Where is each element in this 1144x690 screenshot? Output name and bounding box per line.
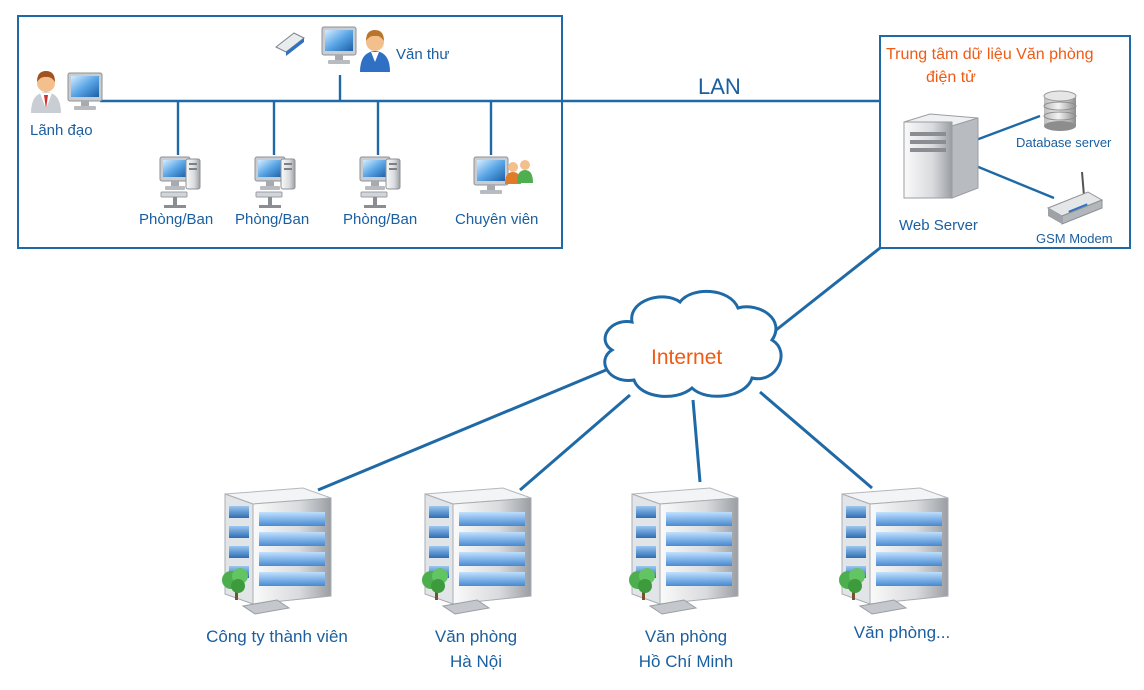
branch-2: Văn phòng Hà Nội bbox=[421, 487, 532, 671]
link-datacenter-internet bbox=[765, 246, 881, 340]
database-node: Database server bbox=[1016, 90, 1112, 150]
modem-label: GSM Modem bbox=[1036, 231, 1113, 246]
web-server-node: Web Server bbox=[899, 113, 979, 234]
link-internet-branch-1 bbox=[317, 368, 607, 492]
branch-2-line1: Văn phòng bbox=[435, 627, 517, 646]
building-icon bbox=[421, 487, 532, 615]
database-icon bbox=[1043, 90, 1077, 131]
internet-label: Internet bbox=[651, 346, 722, 369]
leader-node: Lãnh đạo bbox=[30, 71, 103, 139]
dept-label-3: Phòng/Ban bbox=[343, 211, 417, 228]
link-web-modem bbox=[975, 164, 1055, 200]
dept-label-1: Phòng/Ban bbox=[139, 211, 213, 228]
dept-label-2: Phòng/Ban bbox=[235, 211, 309, 228]
link-internet-branch-2 bbox=[519, 393, 631, 492]
dept-node-1: Phòng/Ban bbox=[139, 156, 213, 228]
building-icon bbox=[221, 487, 332, 615]
branch-3-line2: Hồ Chí Minh bbox=[639, 652, 733, 671]
server-tower-icon bbox=[903, 113, 979, 199]
specialist-node: Chuyên viên bbox=[455, 156, 538, 228]
users-group-icon bbox=[505, 160, 533, 184]
dept-node-3: Phòng/Ban bbox=[343, 156, 417, 228]
branch-4-line1: Văn phòng... bbox=[854, 623, 950, 642]
branch-1: Công ty thành viên bbox=[206, 487, 348, 646]
branch-2-line2: Hà Nội bbox=[450, 652, 502, 671]
branch-1-line1: Công ty thành viên bbox=[206, 627, 348, 646]
modem-icon bbox=[1046, 171, 1104, 225]
web-server-label: Web Server bbox=[899, 217, 978, 234]
dept-node-2: Phòng/Ban bbox=[235, 156, 309, 228]
specialist-label: Chuyên viên bbox=[455, 211, 538, 228]
clerk-node: Văn thư bbox=[275, 26, 449, 72]
clerk-label: Văn thư bbox=[396, 46, 449, 63]
link-internet-branch-3 bbox=[691, 399, 702, 483]
datacenter-title-line1: Trung tâm dữ liệu Văn phòng bbox=[886, 46, 1094, 63]
lan-label: LAN bbox=[698, 74, 741, 99]
database-label: Database server bbox=[1016, 135, 1112, 150]
link-web-database bbox=[975, 114, 1041, 142]
building-icon bbox=[628, 487, 739, 615]
modem-node: GSM Modem bbox=[1036, 171, 1113, 246]
link-internet-branch-4 bbox=[759, 390, 873, 490]
branch-4: Văn phòng... bbox=[838, 487, 950, 642]
branch-3: Văn phòng Hồ Chí Minh bbox=[628, 487, 739, 671]
scanner-icon bbox=[275, 32, 305, 56]
office-lan-frame bbox=[17, 15, 563, 249]
leader-label: Lãnh đạo bbox=[30, 122, 93, 139]
datacenter-title-line2: điện tử bbox=[926, 69, 976, 86]
building-icon bbox=[838, 487, 949, 615]
cloud-icon bbox=[603, 289, 783, 398]
internet-cloud: Internet bbox=[603, 289, 783, 398]
branch-3-line1: Văn phòng bbox=[645, 627, 727, 646]
